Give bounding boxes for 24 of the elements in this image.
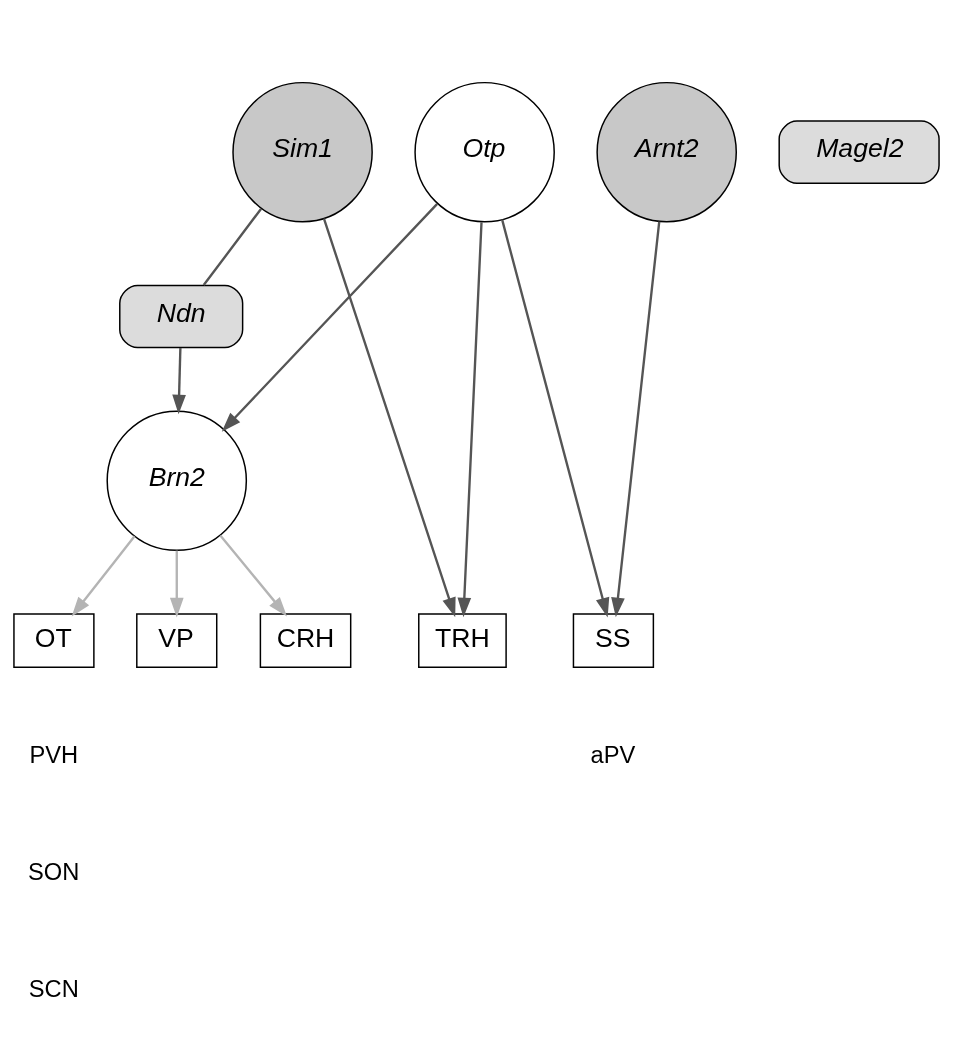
node-box: OT: [13, 612, 95, 668]
label: PVH: [29, 741, 79, 768]
arrow: [322, 217, 456, 617]
arrow: [219, 534, 287, 617]
label: SCN: [28, 975, 79, 1002]
connector: [202, 207, 263, 286]
arrow: [172, 347, 186, 414]
node-box: Magel2: [778, 119, 940, 184]
node-box: Ndn: [119, 284, 244, 348]
arrow: [501, 218, 610, 617]
label: aPV: [590, 741, 636, 768]
node-box: SS: [572, 612, 655, 668]
arrow: [457, 221, 483, 617]
node-box: VP: [136, 612, 218, 668]
node-circle: Arnt2: [596, 81, 737, 222]
node-box: CRH: [259, 612, 352, 668]
node-circle: Otp: [414, 81, 555, 222]
arrow: [71, 535, 136, 616]
arrow: [221, 202, 439, 432]
node-box: TRH: [418, 612, 507, 668]
arrow: [611, 221, 661, 617]
node-circle: Sim1: [232, 81, 373, 222]
arrow: [169, 550, 184, 617]
label: SON: [28, 858, 80, 885]
